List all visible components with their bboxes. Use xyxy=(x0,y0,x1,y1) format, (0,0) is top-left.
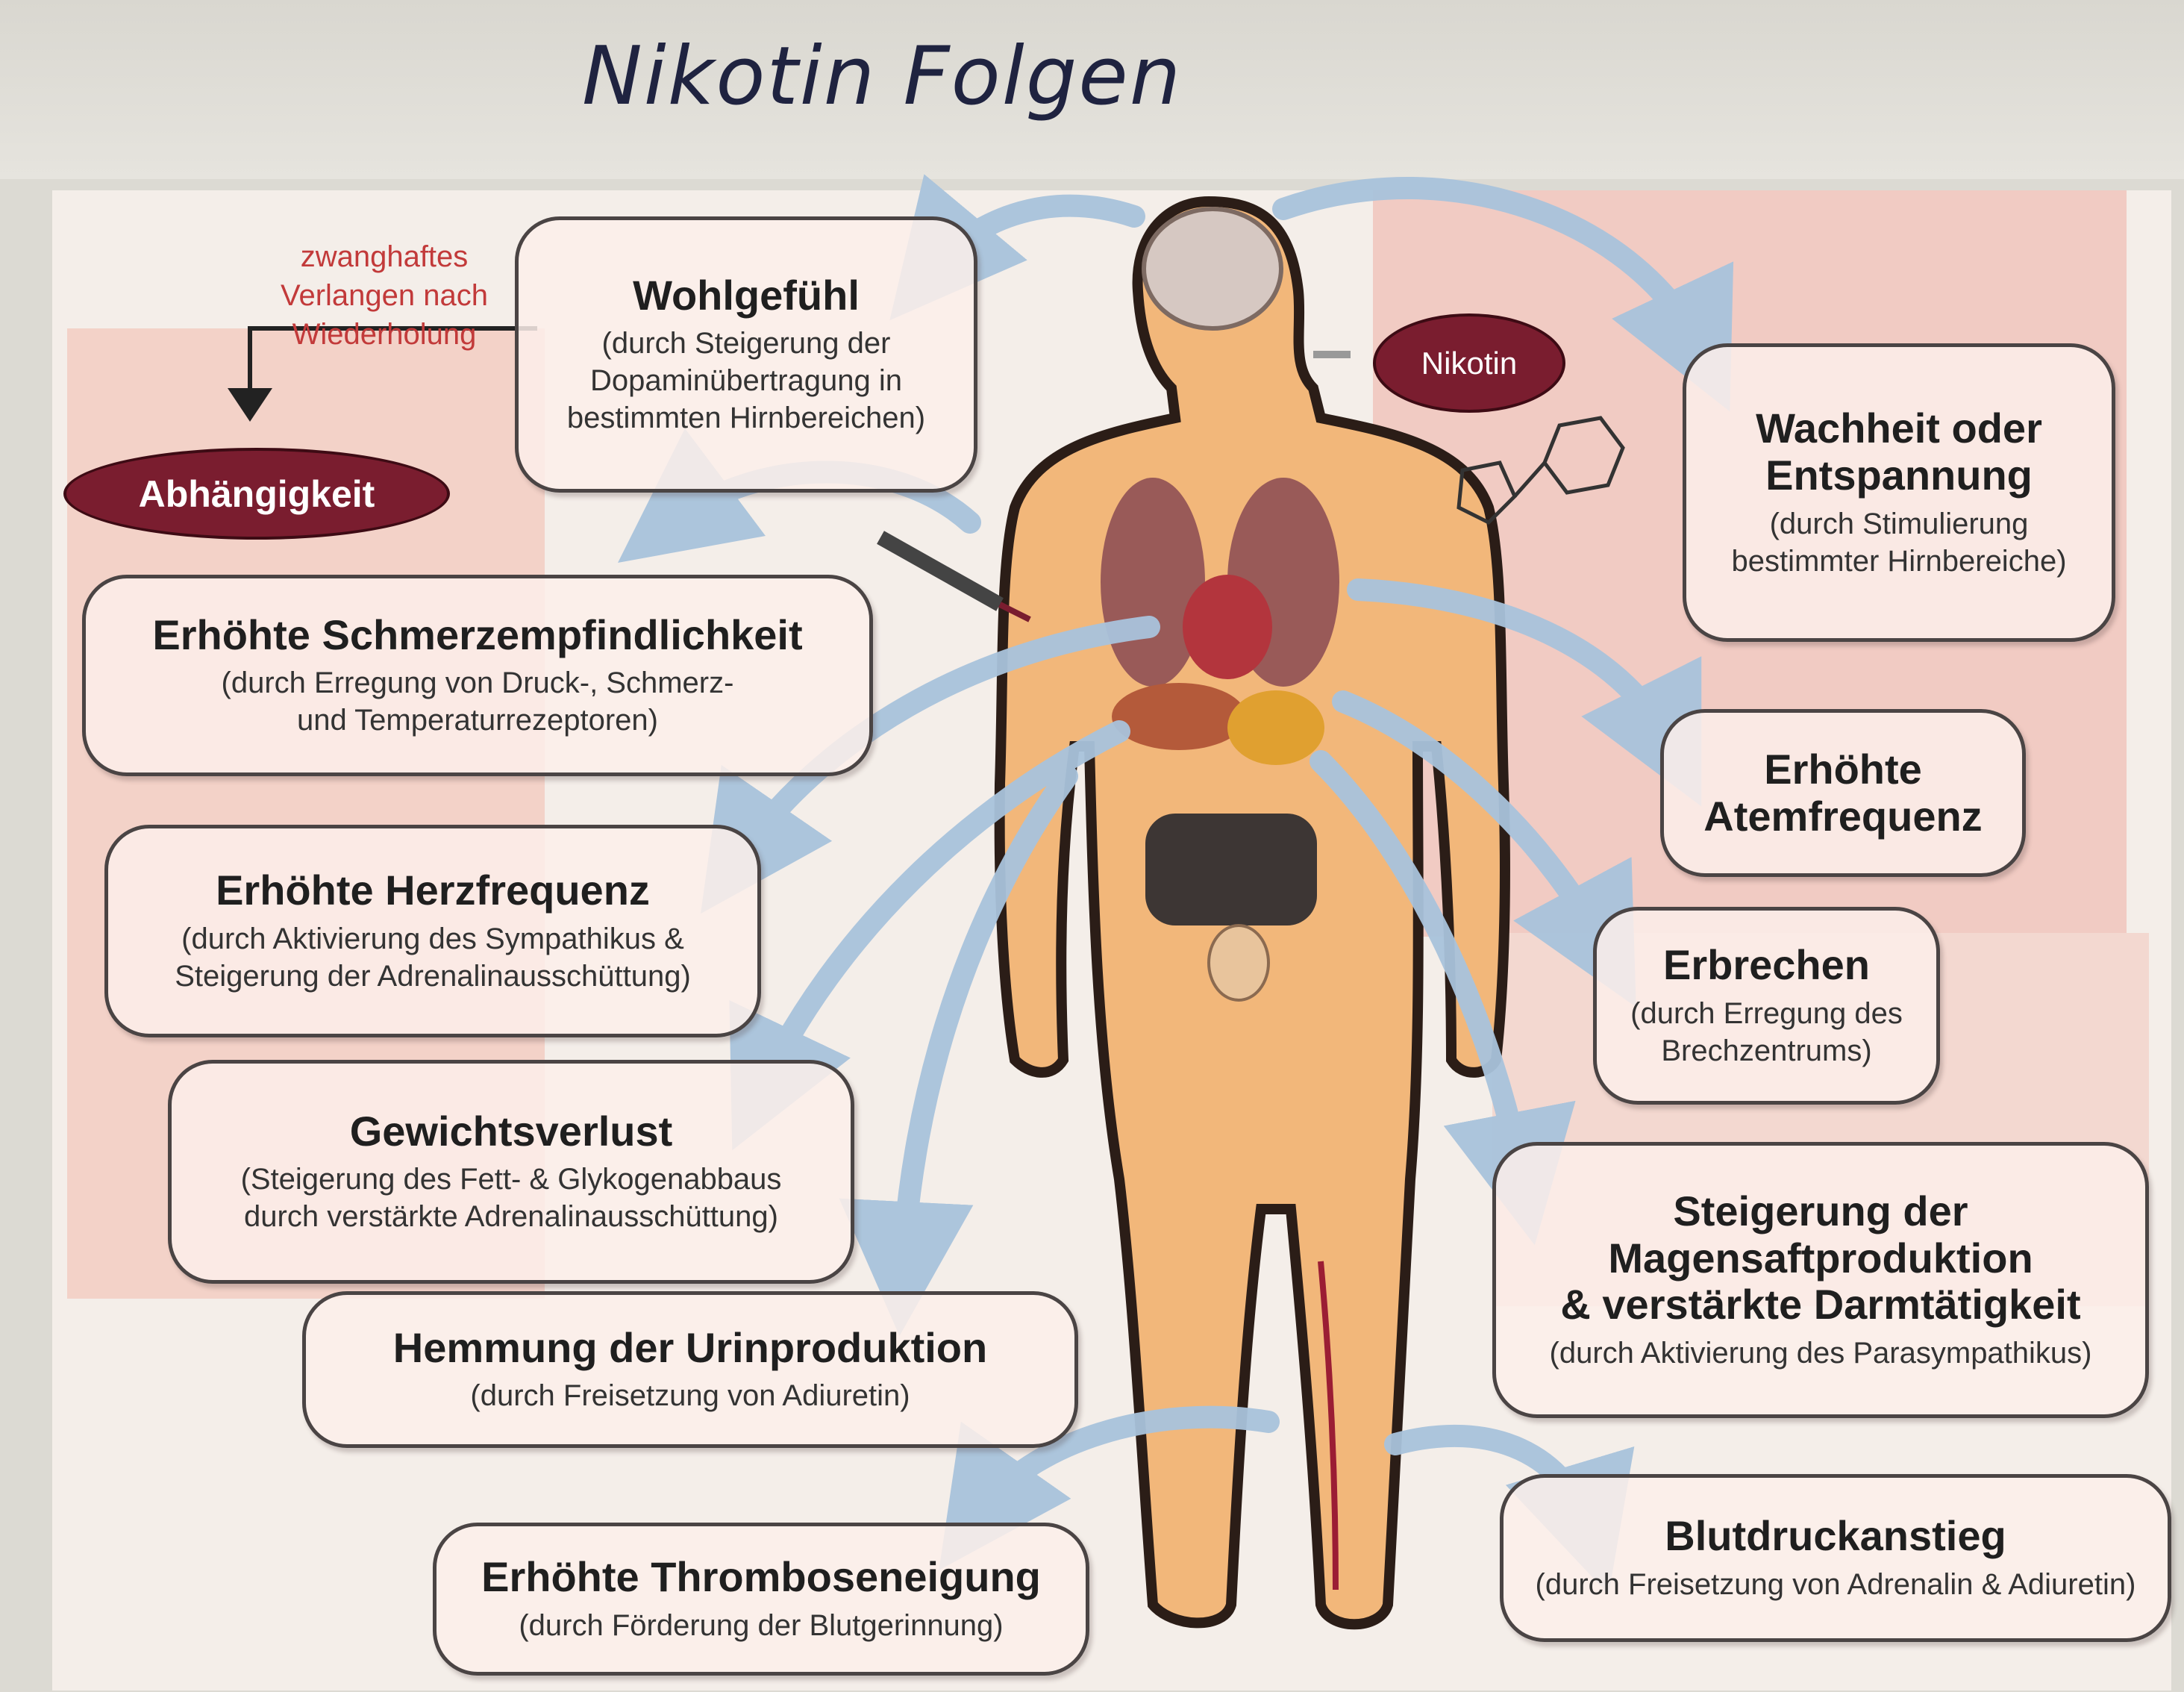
box-erbrechen: Erbrechen (durch Erregung des Brechzentr… xyxy=(1593,907,1940,1105)
heart-icon xyxy=(1183,575,1272,679)
box-wachheit: Wachheit oder Entspannung (durch Stimuli… xyxy=(1683,343,2115,642)
box-atem: Erhöhte Atemfrequenz xyxy=(1660,709,2026,877)
magen-heading-1: Steigerung der xyxy=(1496,1188,2145,1235)
dependency-arrowhead xyxy=(228,388,272,422)
box-gewicht: Gewichtsverlust (Steigerung des Fett- & … xyxy=(168,1060,854,1284)
gewicht-line-1: (Steigerung des Fett- & Glykogenabbaus xyxy=(172,1161,851,1198)
nikotin-badge: Nikotin xyxy=(1373,313,1565,413)
craving-line-2: Verlangen nach xyxy=(254,276,515,315)
blutdruck-line-1: (durch Freisetzung von Adrenalin & Adiur… xyxy=(1504,1566,2168,1603)
thrombose-line-1: (durch Förderung der Blutgerinnung) xyxy=(437,1607,1086,1644)
erbrechen-line-1: (durch Erregung des xyxy=(1597,995,1936,1032)
wohlgefuehl-heading: Wohlgefühl xyxy=(519,272,974,319)
magen-heading-2: Magensaftproduktion xyxy=(1496,1235,2145,1282)
herz-heading: Erhöhte Herzfrequenz xyxy=(108,867,757,914)
craving-note: zwanghaftes Verlangen nach Wiederholung xyxy=(254,237,515,354)
box-thrombose: Erhöhte Thromboseneigung (durch Förderun… xyxy=(433,1523,1089,1676)
gewicht-heading: Gewichtsverlust xyxy=(172,1108,851,1155)
erbrechen-heading: Erbrechen xyxy=(1597,942,1936,989)
erbrechen-line-2: Brechzentrums) xyxy=(1597,1032,1936,1070)
gewicht-line-2: durch verstärkte Adrenalinausschüttung) xyxy=(172,1198,851,1235)
box-schmerz: Erhöhte Schmerzempfindlichkeit (durch Er… xyxy=(82,575,873,776)
bladder-icon xyxy=(1209,925,1268,1000)
wohlgefuehl-line-3: bestimmten Hirnbereichen) xyxy=(519,399,974,437)
urin-line-1: (durch Freisetzung von Adiuretin) xyxy=(306,1377,1074,1414)
box-blutdruck: Blutdruckanstieg (durch Freisetzung von … xyxy=(1500,1474,2171,1642)
box-wohlgefuehl: Wohlgefühl (durch Steigerung der Dopamin… xyxy=(515,216,977,493)
blutdruck-heading: Blutdruckanstieg xyxy=(1504,1513,2168,1560)
craving-line-3: Wiederholung xyxy=(254,315,515,354)
urin-heading: Hemmung der Urinproduktion xyxy=(306,1325,1074,1372)
wachheit-line-2: bestimmter Hirnbereiche) xyxy=(1686,543,2112,580)
craving-line-1: zwanghaftes xyxy=(254,237,515,276)
wachheit-heading-1: Wachheit oder xyxy=(1686,405,2112,452)
atem-heading-1: Erhöhte xyxy=(1664,746,2022,793)
herz-line-1: (durch Aktivierung des Sympathikus & xyxy=(108,920,757,958)
box-magen: Steigerung der Magensaftproduktion & ver… xyxy=(1492,1142,2149,1418)
brain-icon xyxy=(1144,209,1281,328)
thrombose-heading: Erhöhte Thromboseneigung xyxy=(437,1554,1086,1601)
nikotin-label: Nikotin xyxy=(1421,346,1517,381)
wohlgefuehl-line-1: (durch Steigerung der xyxy=(519,325,974,362)
intestine-icon xyxy=(1145,814,1317,925)
schmerz-line-2: und Temperaturrezeptoren) xyxy=(86,702,869,739)
herz-line-2: Steigerung der Adrenalinausschüttung) xyxy=(108,958,757,995)
wohlgefuehl-line-2: Dopaminübertragung in xyxy=(519,362,974,399)
schmerz-heading: Erhöhte Schmerzempfindlichkeit xyxy=(86,612,869,659)
magen-heading-3: & verstärkte Darmtätigkeit xyxy=(1496,1282,2145,1329)
left-lung-icon xyxy=(1101,478,1205,687)
box-herz: Erhöhte Herzfrequenz (durch Aktivierung … xyxy=(104,825,761,1037)
liver-icon xyxy=(1112,683,1246,750)
atem-heading-2: Atemfrequenz xyxy=(1664,793,2022,840)
wachheit-line-1: (durch Stimulierung xyxy=(1686,505,2112,543)
magen-line-1: (durch Aktivierung des Parasympathikus) xyxy=(1496,1334,2145,1372)
abhaengigkeit-label: Abhängigkeit xyxy=(139,472,375,516)
box-urin: Hemmung der Urinproduktion (durch Freise… xyxy=(302,1291,1078,1448)
schmerz-line-1: (durch Erregung von Druck-, Schmerz- xyxy=(86,664,869,702)
wachheit-heading-2: Entspannung xyxy=(1686,452,2112,499)
stomach-icon xyxy=(1227,690,1324,765)
abhaengigkeit-badge: Abhängigkeit xyxy=(63,448,450,540)
